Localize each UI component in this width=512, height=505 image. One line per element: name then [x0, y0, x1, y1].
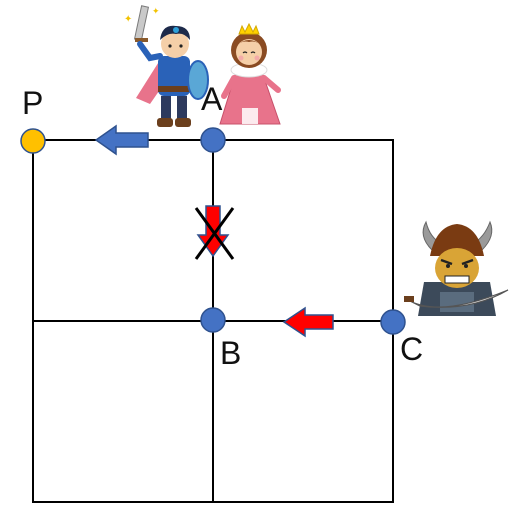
monster-icon — [404, 220, 509, 316]
node-c — [380, 309, 406, 335]
svg-text:✦: ✦ — [152, 7, 160, 17]
label-b: B — [220, 335, 241, 371]
label-c: C — [400, 331, 423, 367]
blue-arrow-left — [94, 124, 149, 156]
label-p: P — [22, 85, 43, 121]
node-a — [200, 127, 226, 153]
red-arrow-down-crossed — [194, 205, 235, 260]
hero-icon: ✦ ✦ — [124, 5, 209, 127]
node-b — [200, 307, 226, 333]
svg-text:✦: ✦ — [124, 14, 132, 25]
cross-mark-line — [194, 207, 235, 260]
red-arrow-left — [282, 306, 334, 338]
princess-icon — [219, 22, 281, 125]
node-p — [20, 128, 46, 154]
